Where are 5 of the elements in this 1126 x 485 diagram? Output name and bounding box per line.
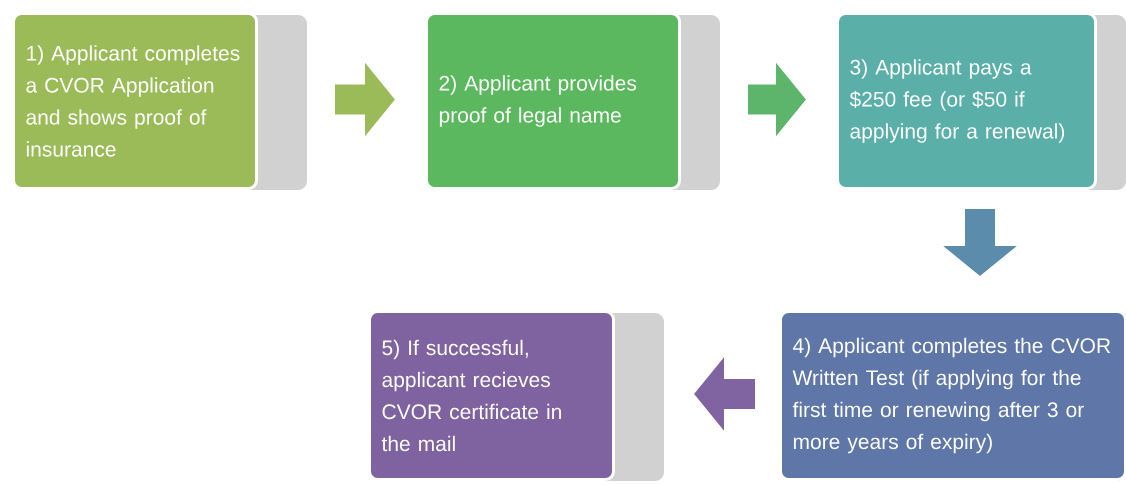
process-box: 5) If successful, applicant recieves CVOR certificate in the mail [368, 310, 664, 481]
process-box: 2) Applicant provides proof of legal name [425, 12, 720, 190]
process-box: 4) Applicant completes the CVOR Written Test (if applying for the first time or renewing after 3 or more years of expiry) [779, 310, 1126, 481]
process-box: 3) Applicant pays a $250 fee (or $50 if applying for a renewal) [836, 12, 1126, 190]
process-box: 1) Applicant completes a CVOR Application and shows proof of insurance [12, 12, 307, 190]
